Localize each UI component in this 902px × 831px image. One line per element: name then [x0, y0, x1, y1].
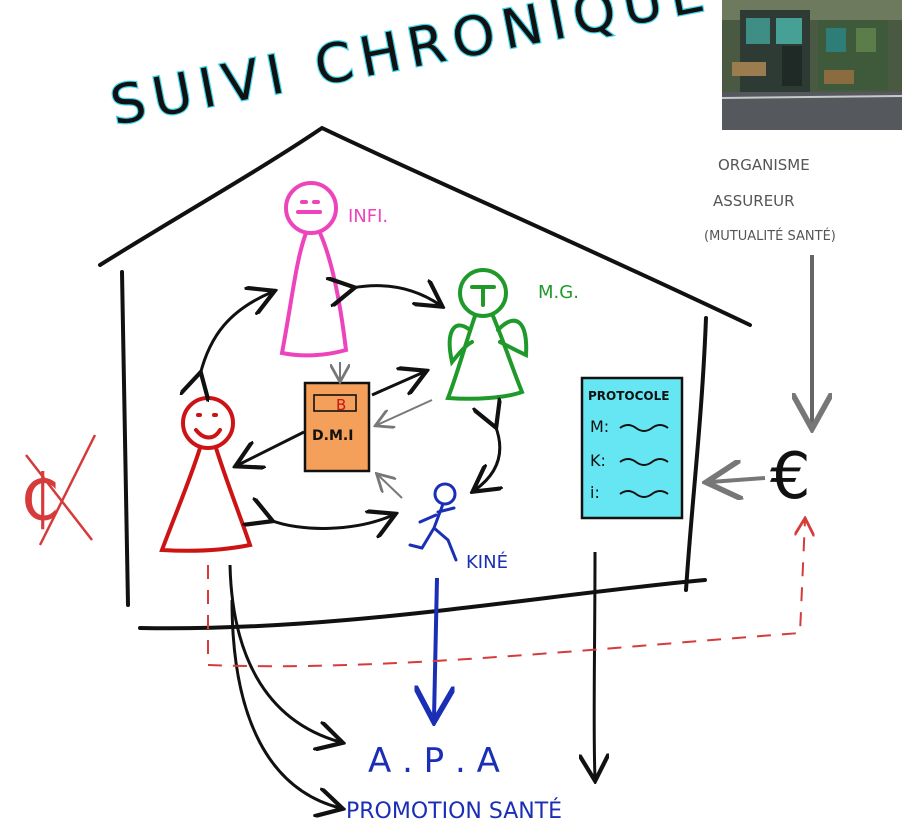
cross-out-strokes [25, 434, 97, 546]
outflow-arrows [228, 551, 595, 808]
physio-figure [408, 482, 458, 562]
protocol-line-i: i: [590, 483, 600, 502]
dashed-return-line [207, 520, 805, 668]
insurer-line-1: ORGANISME [718, 156, 810, 174]
dmi-header-box [313, 394, 357, 412]
protocol-heading: PROTOCOLE [588, 389, 669, 403]
protocol-line-k: K: [590, 451, 606, 470]
protocol-squiggles [619, 424, 669, 498]
dmi-mark: B [336, 396, 346, 414]
doctor-label: M.G. [538, 282, 579, 303]
diagram-title: SUIVI CHRONIQUE [105, 0, 716, 138]
doctor-figure [445, 268, 529, 401]
insurer-line-3: (MUTUALITÉ SANTÉ) [704, 228, 836, 244]
building-photo [722, 0, 902, 130]
euro-symbol: € [770, 440, 811, 514]
protocol-line-m: M: [590, 417, 609, 436]
dmi-to-patient-arrow [238, 430, 305, 465]
nurse-label: INFI. [348, 206, 388, 227]
gray-flow-arrows [340, 362, 433, 499]
euro-to-house-arrow [710, 478, 766, 482]
insurer-line-2: ASSUREUR [713, 192, 795, 210]
dmi-label: D.M.I [312, 428, 353, 444]
nurse-figure [279, 181, 349, 358]
promotion-sante-label: PROMOTION SANTÉ [346, 798, 562, 824]
patient-figure [159, 396, 253, 553]
physio-label: KINÉ [466, 551, 508, 573]
care-exchange-arrows [200, 286, 500, 529]
dmi-to-doctor-arrow [371, 372, 424, 397]
apa-label: A . P . A [368, 741, 500, 781]
protocol-sheet [580, 376, 684, 520]
physio-to-apa-arrow [434, 577, 437, 718]
